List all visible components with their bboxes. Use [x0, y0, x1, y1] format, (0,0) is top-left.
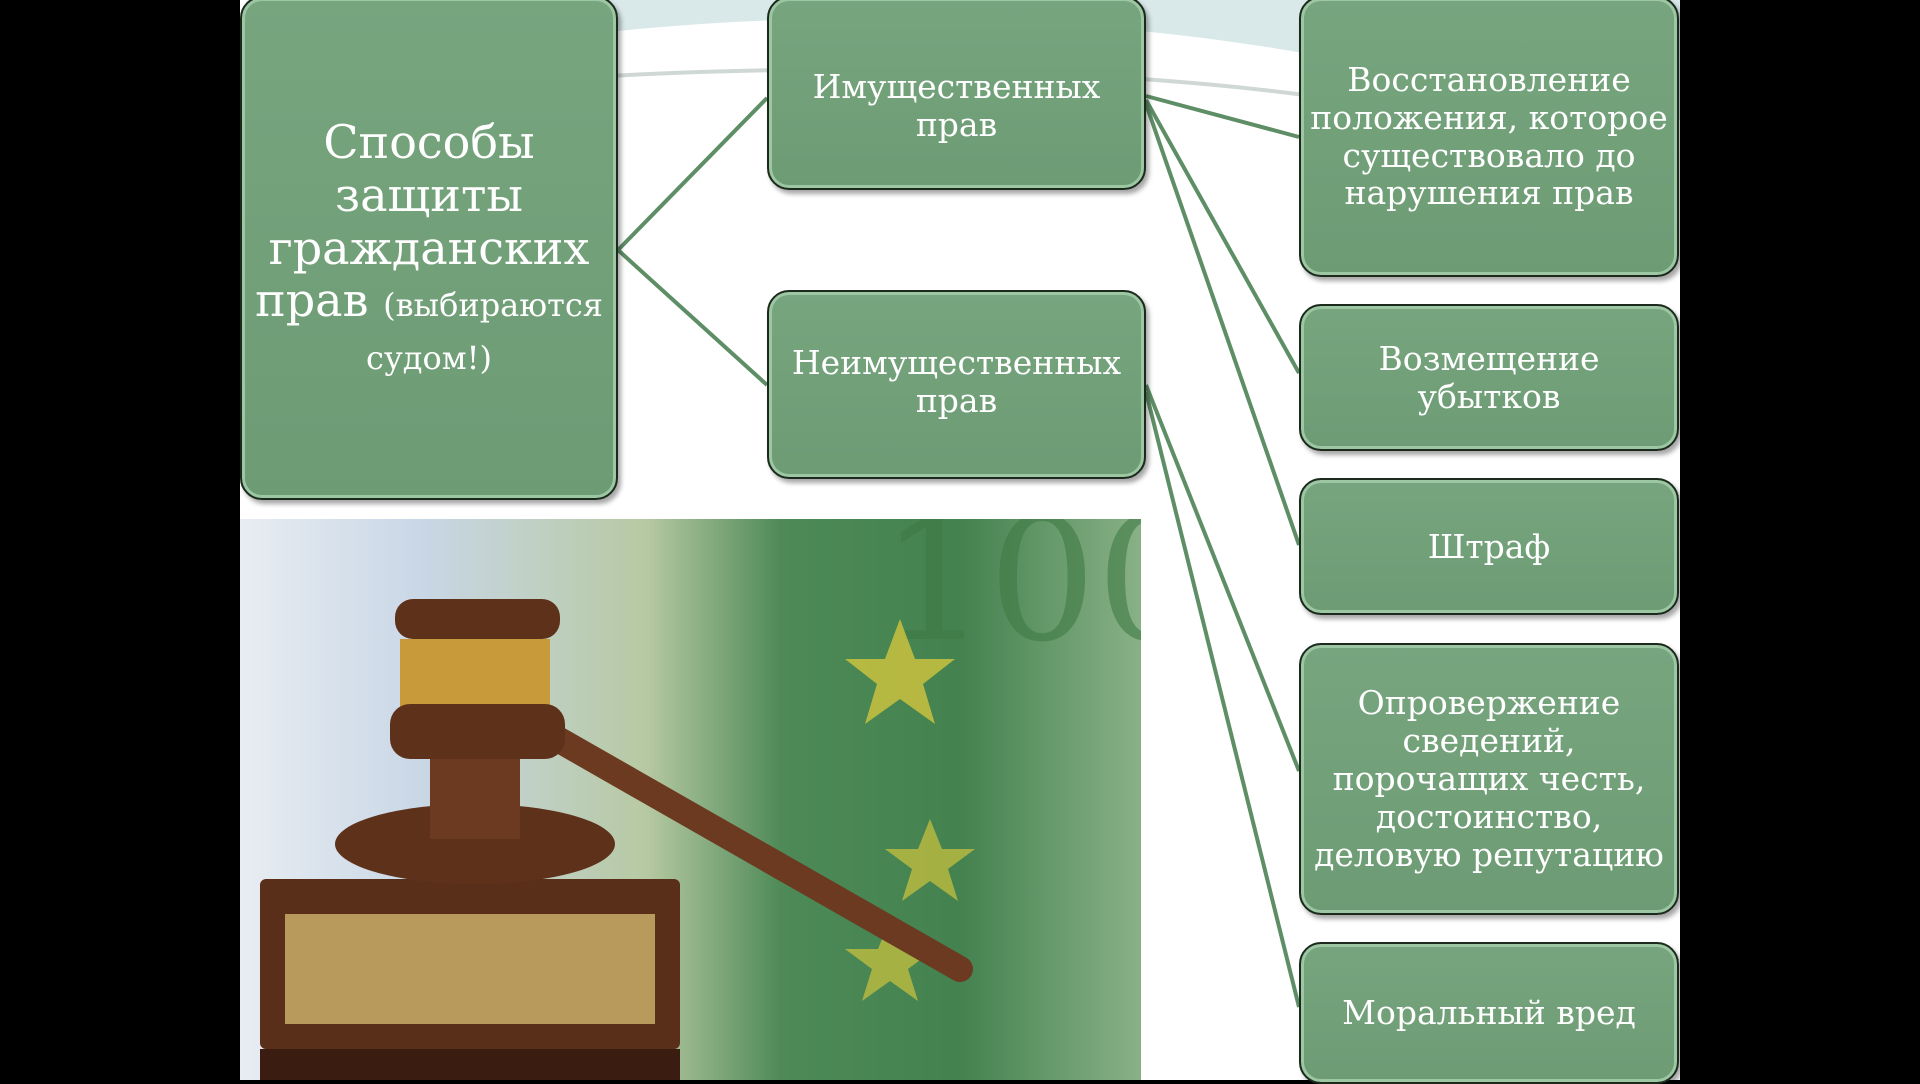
root-note: (выбираются судом!): [366, 286, 603, 378]
root-title: Способы защиты гражданских прав: [255, 114, 590, 328]
method-restoration: Восстановление положения, которое сущест…: [1299, 0, 1679, 277]
branch-label: Неимущественных прав: [791, 343, 1122, 420]
method-fine: Штраф: [1299, 478, 1679, 615]
branch-non-property: Неимущественных прав: [767, 290, 1146, 479]
root-box: Способы защиты гражданских прав (выбираю…: [240, 0, 618, 500]
method-refutation: Опровержение сведений, порочащих честь, …: [1299, 643, 1679, 915]
svg-text:100: 100: [880, 519, 1141, 680]
method-label: Возмещение убытков: [1378, 338, 1600, 416]
branch-property: Имущественных прав: [767, 0, 1146, 190]
method-damages: Возмещение убытков: [1299, 304, 1679, 451]
method-moral-harm: Моральный вред: [1299, 942, 1679, 1084]
method-label: Опровержение сведений, порочащих честь, …: [1314, 683, 1664, 874]
method-label: Восстановление положения, которое сущест…: [1310, 59, 1668, 213]
gavel-photo: 100: [240, 519, 1141, 1080]
branch-label: Имущественных прав: [812, 67, 1101, 144]
method-label: Моральный вред: [1342, 993, 1636, 1033]
method-label: Штраф: [1427, 526, 1551, 566]
